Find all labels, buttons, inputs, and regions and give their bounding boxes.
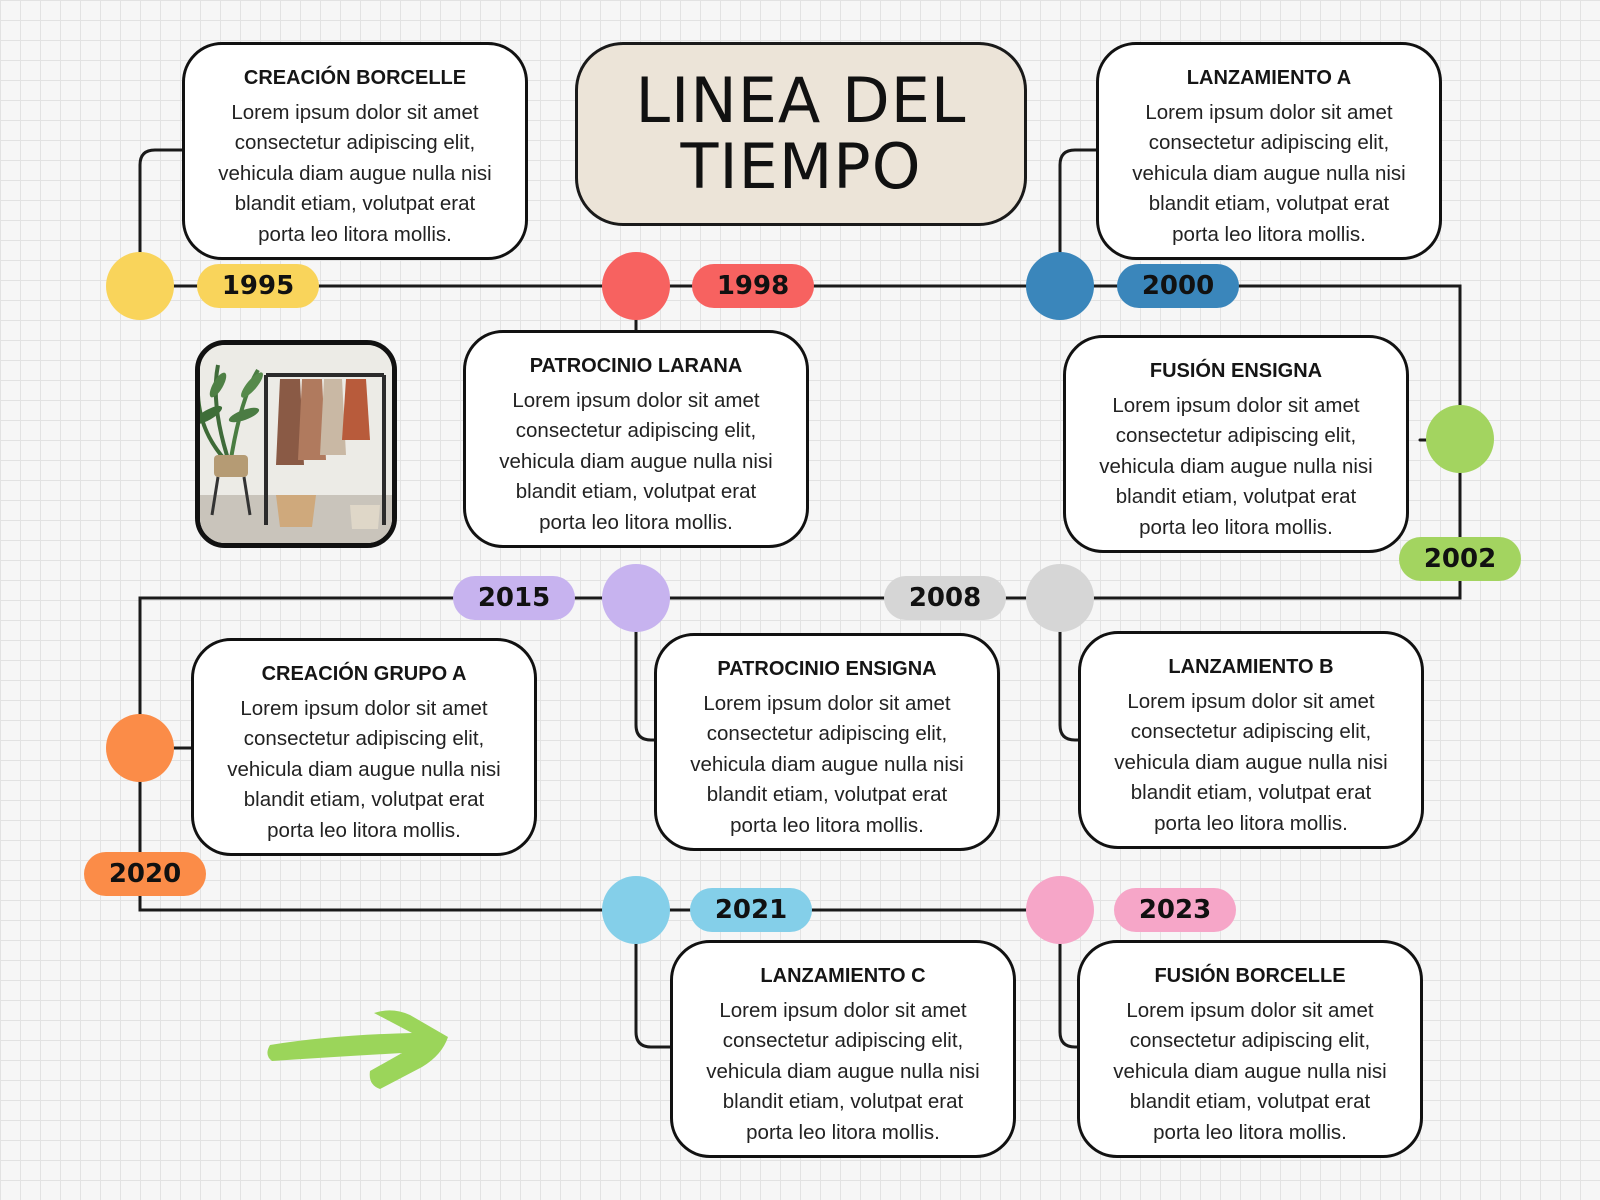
event-title-2002: FUSIÓN ENSIGNA bbox=[1149, 360, 1323, 382]
event-card-2020: CREACIÓN GRUPO A Lorem ipsum dolor sit a… bbox=[191, 638, 537, 856]
timeline-dot-1995 bbox=[106, 252, 174, 320]
event-card-2021: LANZAMIENTO C Lorem ipsum dolor sit amet… bbox=[670, 940, 1016, 1158]
timeline-dot-2020 bbox=[106, 714, 174, 782]
event-title-2020: CREACIÓN GRUPO A bbox=[261, 663, 467, 685]
year-label-2023: 2023 bbox=[1114, 888, 1236, 932]
description-line: blandit etiam, volutpat erat bbox=[722, 1090, 964, 1114]
event-title-2008: LANZAMIENTO B bbox=[1168, 656, 1334, 678]
description-line: consectetur adipiscing elit, bbox=[722, 1029, 964, 1053]
event-description-1995: Lorem ipsum dolor sit amet consectetur a… bbox=[199, 98, 511, 250]
description-line: porta leo litora mollis. bbox=[267, 818, 461, 842]
event-title-1995: CREACIÓN BORCELLE bbox=[243, 67, 467, 89]
description-line: blandit etiam, volutpat erat bbox=[706, 783, 948, 807]
event-card-2023: FUSIÓN BORCELLE Lorem ipsum dolor sit am… bbox=[1077, 940, 1423, 1158]
event-title-2000: LANZAMIENTO A bbox=[1186, 67, 1352, 89]
timeline-dot-2000 bbox=[1026, 252, 1094, 320]
description-line: vehicula diam augue nulla nisi bbox=[1114, 750, 1388, 774]
description-line: porta leo litora mollis. bbox=[1172, 222, 1366, 246]
description-line: consectetur adipiscing elit, bbox=[1115, 424, 1357, 448]
event-description-2021: Lorem ipsum dolor sit amet consectetur a… bbox=[687, 996, 999, 1148]
event-title-1998: PATROCINIO LARANA bbox=[529, 355, 743, 377]
event-description-2002: Lorem ipsum dolor sit amet consectetur a… bbox=[1080, 391, 1392, 543]
description-line: porta leo litora mollis. bbox=[258, 222, 452, 246]
clothing-rack-photo bbox=[195, 340, 397, 548]
event-description-1998: Lorem ipsum dolor sit amet consectetur a… bbox=[480, 386, 792, 538]
event-description-2015: Lorem ipsum dolor sit amet consectetur a… bbox=[671, 689, 983, 841]
year-label-2002: 2002 bbox=[1399, 537, 1521, 581]
year-label-2021: 2021 bbox=[690, 888, 812, 932]
year-label-2008: 2008 bbox=[884, 576, 1006, 620]
event-description-2008: Lorem ipsum dolor sit amet consectetur a… bbox=[1095, 687, 1407, 839]
description-line: consectetur adipiscing elit, bbox=[515, 419, 757, 443]
description-line: Lorem ipsum dolor sit amet bbox=[1126, 999, 1374, 1022]
description-line: porta leo litora mollis. bbox=[730, 813, 924, 837]
timeline-dot-2002 bbox=[1426, 405, 1494, 473]
description-line: vehicula diam augue nulla nisi bbox=[1132, 161, 1406, 185]
title-line-2: TIEMPO bbox=[680, 130, 922, 203]
description-line: consectetur adipiscing elit, bbox=[243, 727, 485, 751]
description-line: vehicula diam augue nulla nisi bbox=[1099, 454, 1373, 478]
event-description-2000: Lorem ipsum dolor sit amet consectetur a… bbox=[1113, 98, 1425, 250]
description-line: Lorem ipsum dolor sit amet bbox=[1112, 394, 1360, 417]
description-line: blandit etiam, volutpat erat bbox=[1129, 1090, 1371, 1114]
description-line: porta leo litora mollis. bbox=[1139, 515, 1333, 539]
description-line: consectetur adipiscing elit, bbox=[1148, 131, 1390, 155]
description-line: Lorem ipsum dolor sit amet bbox=[231, 101, 479, 124]
event-title-2023: FUSIÓN BORCELLE bbox=[1154, 965, 1346, 987]
event-card-2015: PATROCINIO ENSIGNA Lorem ipsum dolor sit… bbox=[654, 633, 1000, 851]
green-arrow-icon bbox=[267, 1010, 448, 1089]
description-line: blandit etiam, volutpat erat bbox=[1130, 781, 1372, 805]
description-line: vehicula diam augue nulla nisi bbox=[706, 1059, 980, 1083]
description-line: Lorem ipsum dolor sit amet bbox=[1127, 690, 1375, 713]
description-line: vehicula diam augue nulla nisi bbox=[690, 752, 964, 776]
description-line: consectetur adipiscing elit, bbox=[1129, 1029, 1371, 1053]
description-line: Lorem ipsum dolor sit amet bbox=[1145, 101, 1393, 124]
timeline-dot-2023 bbox=[1026, 876, 1094, 944]
event-card-2008: LANZAMIENTO B Lorem ipsum dolor sit amet… bbox=[1078, 631, 1424, 849]
event-card-2002: FUSIÓN ENSIGNA Lorem ipsum dolor sit ame… bbox=[1063, 335, 1409, 553]
event-description-2020: Lorem ipsum dolor sit amet consectetur a… bbox=[208, 694, 520, 846]
description-line: consectetur adipiscing elit, bbox=[1130, 720, 1372, 744]
timeline-title-box: LINEA DEL TIEMPO bbox=[575, 42, 1027, 226]
description-line: blandit etiam, volutpat erat bbox=[1148, 192, 1390, 216]
event-card-1998: PATROCINIO LARANA Lorem ipsum dolor sit … bbox=[463, 330, 809, 548]
timeline-dot-1998 bbox=[602, 252, 670, 320]
description-line: vehicula diam augue nulla nisi bbox=[1113, 1059, 1387, 1083]
description-line: blandit etiam, volutpat erat bbox=[234, 192, 476, 216]
description-line: blandit etiam, volutpat erat bbox=[243, 788, 485, 812]
year-label-2020: 2020 bbox=[84, 852, 206, 896]
description-line: consectetur adipiscing elit, bbox=[234, 131, 476, 155]
year-label-2000: 2000 bbox=[1117, 264, 1239, 308]
year-label-1998: 1998 bbox=[692, 264, 814, 308]
event-title-2015: PATROCINIO ENSIGNA bbox=[717, 658, 937, 680]
description-line: consectetur adipiscing elit, bbox=[706, 722, 948, 746]
year-label-2015: 2015 bbox=[453, 576, 575, 620]
event-card-2000: LANZAMIENTO A Lorem ipsum dolor sit amet… bbox=[1096, 42, 1442, 260]
description-line: blandit etiam, volutpat erat bbox=[515, 480, 757, 504]
description-line: blandit etiam, volutpat erat bbox=[1115, 485, 1357, 509]
event-description-2023: Lorem ipsum dolor sit amet consectetur a… bbox=[1094, 996, 1406, 1148]
year-label-1995: 1995 bbox=[197, 264, 319, 308]
description-line: Lorem ipsum dolor sit amet bbox=[240, 697, 488, 720]
event-card-1995: CREACIÓN BORCELLE Lorem ipsum dolor sit … bbox=[182, 42, 528, 260]
description-line: porta leo litora mollis. bbox=[1154, 811, 1348, 835]
title-line-1: LINEA DEL bbox=[635, 64, 967, 137]
description-line: porta leo litora mollis. bbox=[539, 510, 733, 534]
timeline-dot-2008 bbox=[1026, 564, 1094, 632]
description-line: vehicula diam augue nulla nisi bbox=[227, 757, 501, 781]
description-line: Lorem ipsum dolor sit amet bbox=[512, 389, 760, 412]
description-line: porta leo litora mollis. bbox=[1153, 1120, 1347, 1144]
description-line: vehicula diam augue nulla nisi bbox=[218, 161, 492, 185]
description-line: vehicula diam augue nulla nisi bbox=[499, 449, 773, 473]
description-line: Lorem ipsum dolor sit amet bbox=[719, 999, 967, 1022]
description-line: Lorem ipsum dolor sit amet bbox=[703, 692, 951, 715]
timeline-dot-2015 bbox=[602, 564, 670, 632]
description-line: porta leo litora mollis. bbox=[746, 1120, 940, 1144]
event-title-2021: LANZAMIENTO C bbox=[760, 965, 926, 987]
timeline-dot-2021 bbox=[602, 876, 670, 944]
